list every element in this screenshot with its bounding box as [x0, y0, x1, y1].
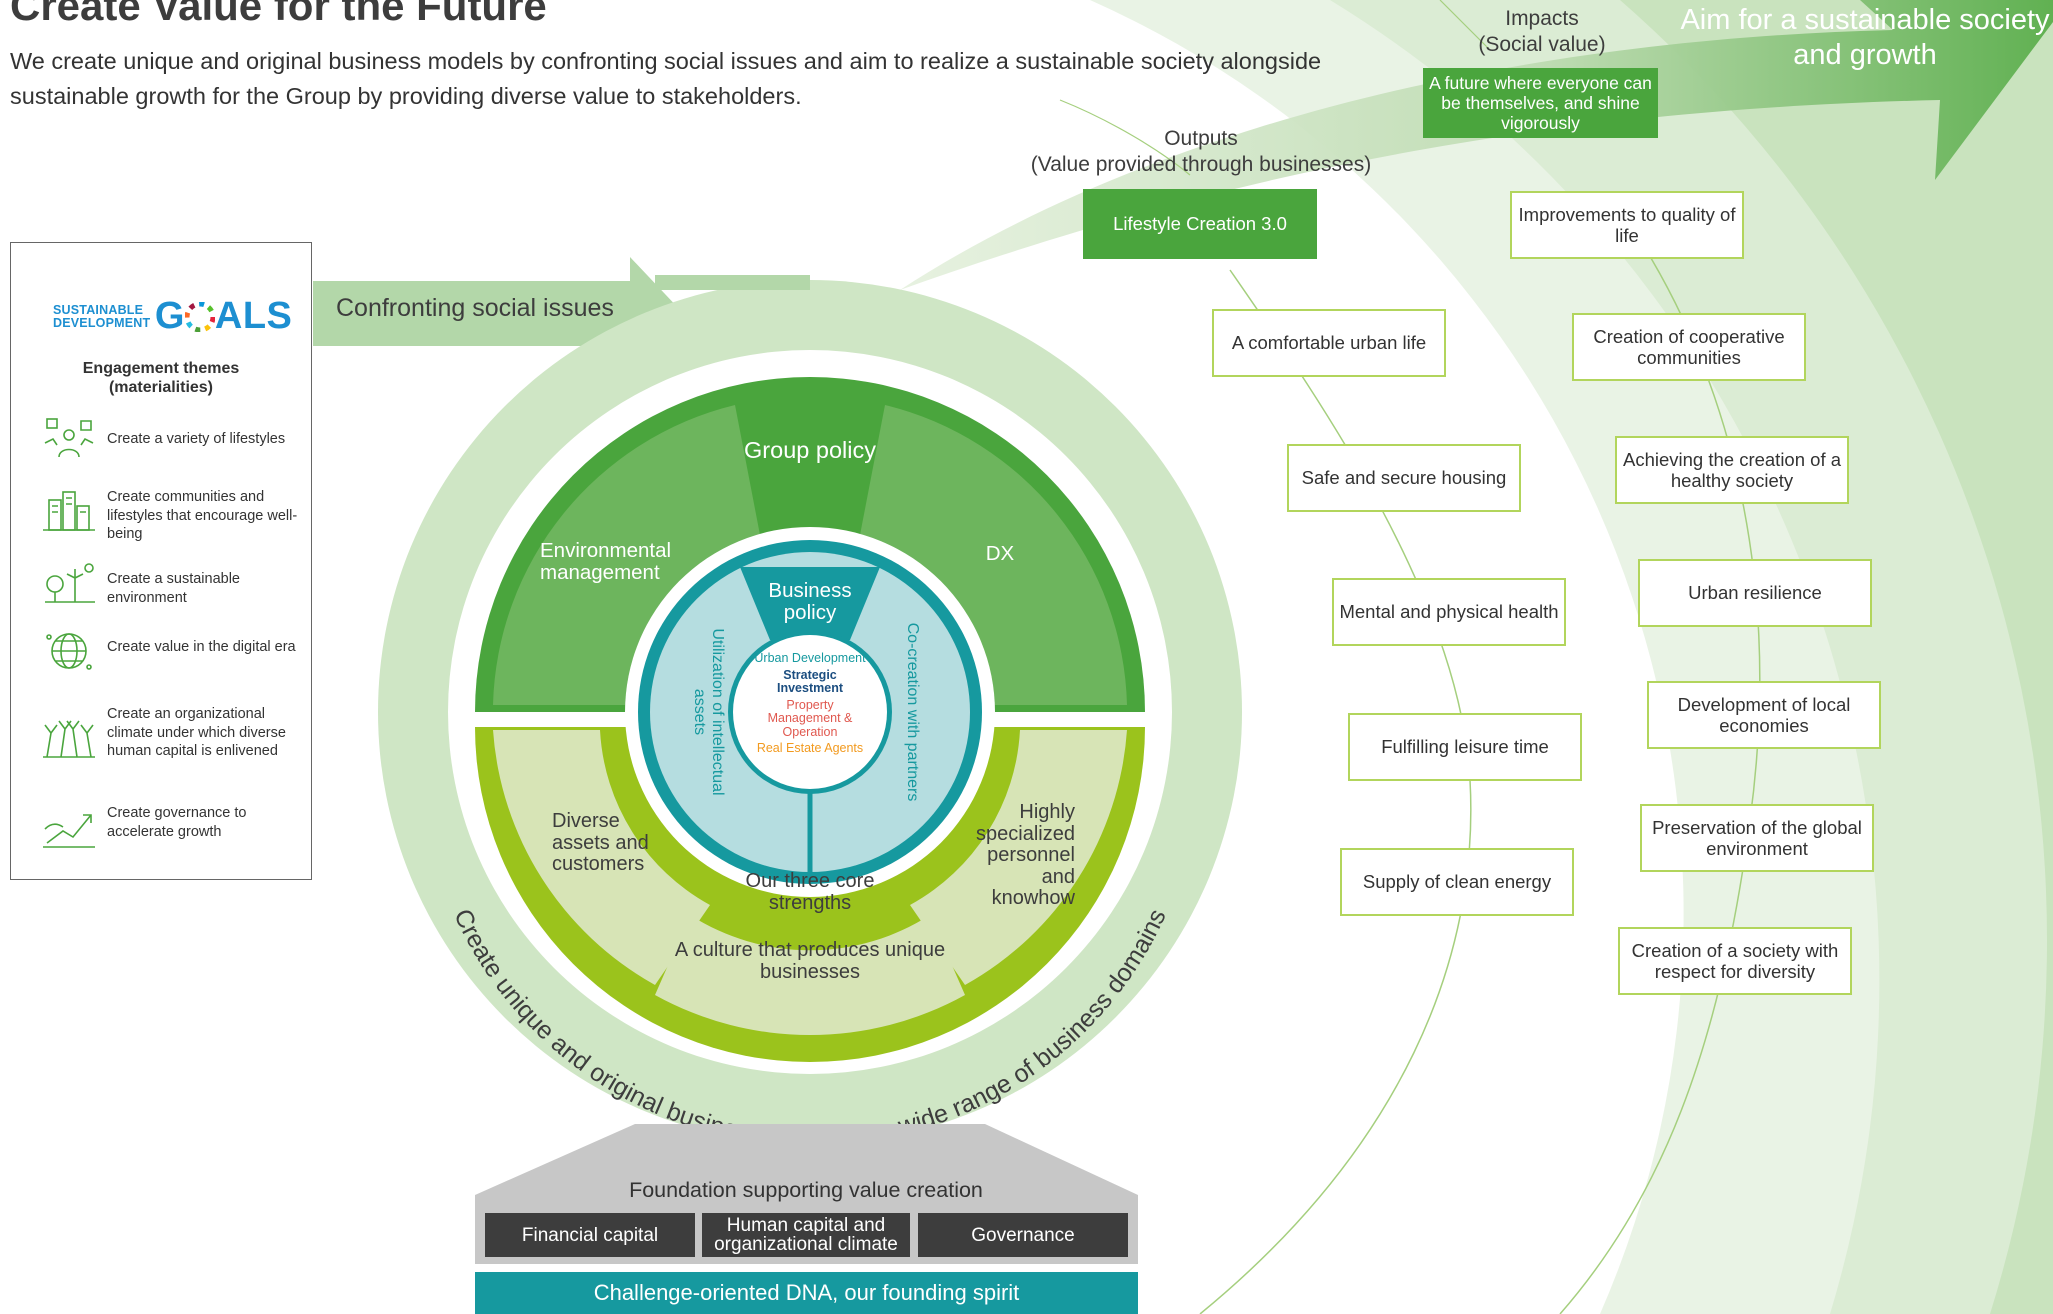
- output-4: Fulfilling leisure time: [1348, 713, 1582, 781]
- lifestyle-creation-box: Lifestyle Creation 3.0: [1083, 189, 1317, 259]
- impacts-heading-2: (Social value): [1478, 33, 1606, 56]
- impacts-heading: Impacts (Social value): [1462, 6, 1622, 58]
- materiality-1: Create a variety of lifestyles: [107, 431, 286, 447]
- intro-text: We create unique and original business m…: [10, 48, 1322, 109]
- governance-box: Governance: [918, 1213, 1128, 1257]
- social-issues-arrow: [313, 257, 682, 368]
- output-5: Supply of clean energy: [1340, 848, 1574, 916]
- center-businesses: Urban Development Strategic Investment P…: [750, 651, 870, 756]
- impact-7: Creation of a society with respect for d…: [1618, 927, 1852, 995]
- environmental-management-label: Environmental management: [540, 539, 672, 584]
- co-creation-label: Co-creation with partners: [904, 622, 921, 802]
- impact-1: Improvements to quality of life: [1510, 191, 1744, 259]
- foundation-title: Foundation supporting value creation: [629, 1178, 983, 1202]
- outputs-heading-2: (Value provided through businesses): [1030, 153, 1372, 176]
- core-strengths-label: Our three core strengths: [745, 870, 875, 914]
- center-item-agents: Real Estate Agents: [756, 741, 864, 755]
- sdg-wheel-icon: [184, 301, 216, 332]
- environment-icon: [45, 563, 95, 603]
- impacts-heading-1: Impacts: [1505, 7, 1579, 30]
- center-item-urban: Urban Development: [754, 651, 866, 665]
- intellectual-assets-label: Utilization of intellectual assets: [691, 628, 726, 796]
- human-capital-box: Human capital and organizational climate: [702, 1213, 910, 1257]
- arc-band-2: [1330, 0, 2053, 1314]
- center-item-strategic: Strategic Investment: [777, 667, 843, 695]
- business-policy-segment: [740, 567, 880, 640]
- materiality-5: Create an organizational climate under w…: [107, 706, 286, 759]
- engagement-title: Engagement themes (materialities): [82, 360, 240, 396]
- materiality-3: Create a sustainable environment: [107, 571, 240, 606]
- people-icon: [43, 720, 95, 758]
- digital-globe-icon: [46, 633, 92, 670]
- confronting-social-issues-label: Confronting social issues: [336, 294, 614, 322]
- strength-segment-3: [910, 730, 1127, 985]
- output-line: [1199, 269, 1472, 1314]
- aim-arrow: [900, 0, 2053, 290]
- founding-spirit-bar: Challenge-oriented DNA, our founding spi…: [475, 1272, 1138, 1314]
- outputs-heading-1: Outputs: [1164, 127, 1238, 150]
- impact-main-box: A future where everyone can be themselve…: [1423, 68, 1658, 138]
- connector-line-2: [1439, 0, 1491, 51]
- impact-2: Creation of cooperative communities: [1572, 313, 1806, 381]
- impact-4: Urban resilience: [1638, 559, 1872, 627]
- dx-segment: [860, 405, 1127, 705]
- impact-3: Achieving the creation of a healthy soci…: [1615, 436, 1849, 504]
- output-2: Safe and secure housing: [1287, 444, 1521, 512]
- center-circle: [733, 635, 887, 789]
- group-policy-label: Group policy: [744, 437, 876, 463]
- growth-icon: [43, 814, 95, 848]
- sdg-logo-als: ALS: [214, 295, 293, 337]
- output-3: Mental and physical health: [1332, 578, 1566, 646]
- business-policy-label: Business policy: [768, 579, 852, 624]
- materiality-6: Create governance to accelerate growth: [107, 805, 247, 840]
- strength-segment-2: [655, 915, 965, 1036]
- outputs-heading: Outputs (Value provided through business…: [1006, 126, 1396, 178]
- materiality-2: Create communities and lifestyles that e…: [107, 489, 298, 542]
- impact-6: Preservation of the global environment: [1640, 804, 1874, 872]
- financial-capital-box: Financial capital: [485, 1213, 695, 1257]
- strength-diverse-assets: Diverse assets and customers: [552, 810, 649, 875]
- page-title: Create Value for the Future: [10, 0, 547, 29]
- strength-segment-1: [493, 730, 710, 985]
- community-icon: [43, 491, 95, 531]
- strength-culture: A culture that produces unique businesse…: [674, 939, 946, 983]
- materiality-4: Create value in the digital era: [107, 639, 296, 655]
- strength-personnel: Highly specialized personnel and knowhow: [976, 801, 1075, 909]
- lifestyle-icon: [44, 418, 94, 458]
- sdg-logo-line-1: SUSTAINABLE: [53, 302, 144, 317]
- sdg-logo-line-2: DEVELOPMENT: [53, 315, 151, 330]
- aim-label: Aim for a sustainable society and growth: [1680, 4, 2050, 71]
- dx-label: DX: [985, 542, 1015, 565]
- sdg-logo-g: G: [154, 295, 185, 337]
- impact-5: Development of local economies: [1647, 681, 1881, 749]
- arc-band-3: [1620, 0, 2053, 1314]
- ring-top-fill: [655, 275, 810, 290]
- output-1: A comfortable urban life: [1212, 309, 1446, 377]
- connector-line-1: [1059, 99, 1191, 176]
- environmental-segment: [493, 405, 760, 705]
- center-item-property: Property Management & Operation: [767, 697, 853, 739]
